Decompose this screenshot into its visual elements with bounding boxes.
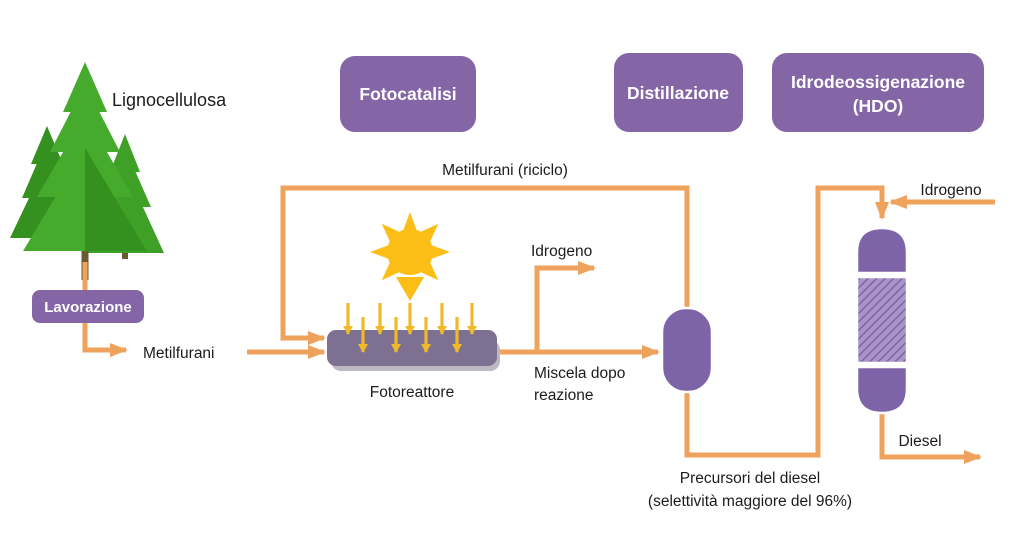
precursors-label-line1: Precursori del diesel bbox=[680, 470, 820, 487]
pipe-hydrogen-offgas bbox=[534, 261, 596, 352]
mixture-label-line1: Miscela dopo bbox=[534, 365, 625, 382]
processing-box: Lavorazione bbox=[32, 290, 144, 323]
stage-label-distillazione: Distillazione bbox=[627, 83, 729, 103]
lignocellulose-label: Lignocellulosa bbox=[112, 90, 227, 110]
pipe-precursors-to-hdo bbox=[684, 185, 889, 458]
sun-rays bbox=[370, 212, 450, 301]
hydrogen-offgas-label: Idrogeno bbox=[531, 243, 592, 260]
mixture-label-line2: reazione bbox=[534, 387, 593, 404]
lignocellulose-trees-icon bbox=[10, 62, 164, 280]
hdo-bottom-dome bbox=[855, 365, 909, 415]
stage-box-hdo: Idrodeossigenazione (HDO) bbox=[772, 53, 984, 132]
metilfurani-label: Metilfurani bbox=[143, 345, 215, 362]
distillation-column bbox=[660, 306, 714, 394]
hdo-catalyst-bed bbox=[855, 275, 909, 365]
stage-box-distillazione: Distillazione bbox=[614, 53, 743, 132]
pine-tree-center bbox=[23, 62, 147, 280]
photoreactor-label: Fotoreattore bbox=[370, 384, 454, 401]
recycle-label: Metilfurani (riciclo) bbox=[442, 162, 568, 179]
processing-box-label: Lavorazione bbox=[44, 299, 132, 316]
pipe-recycle-loop bbox=[280, 185, 690, 345]
pipe-diesel-out bbox=[879, 410, 982, 464]
stage-box-fotocatalisi: Fotocatalisi bbox=[340, 56, 476, 132]
stage-label-hdo-line1: Idrodeossigenazione bbox=[791, 72, 965, 92]
hdo-top-dome bbox=[855, 226, 909, 275]
precursors-label-line2: (selettività maggiore del 96%) bbox=[648, 493, 852, 510]
stage-label-fotocatalisi: Fotocatalisi bbox=[359, 84, 456, 104]
diesel-label: Diesel bbox=[898, 433, 941, 450]
hdo-reactor-column bbox=[855, 226, 909, 415]
light-ray-arrows bbox=[343, 303, 477, 353]
hydrogen-feed-label: Idrogeno bbox=[920, 182, 981, 199]
sun-icon bbox=[370, 212, 450, 301]
stage-label-hdo-line2: (HDO) bbox=[853, 96, 904, 116]
photoreactor bbox=[327, 330, 500, 371]
